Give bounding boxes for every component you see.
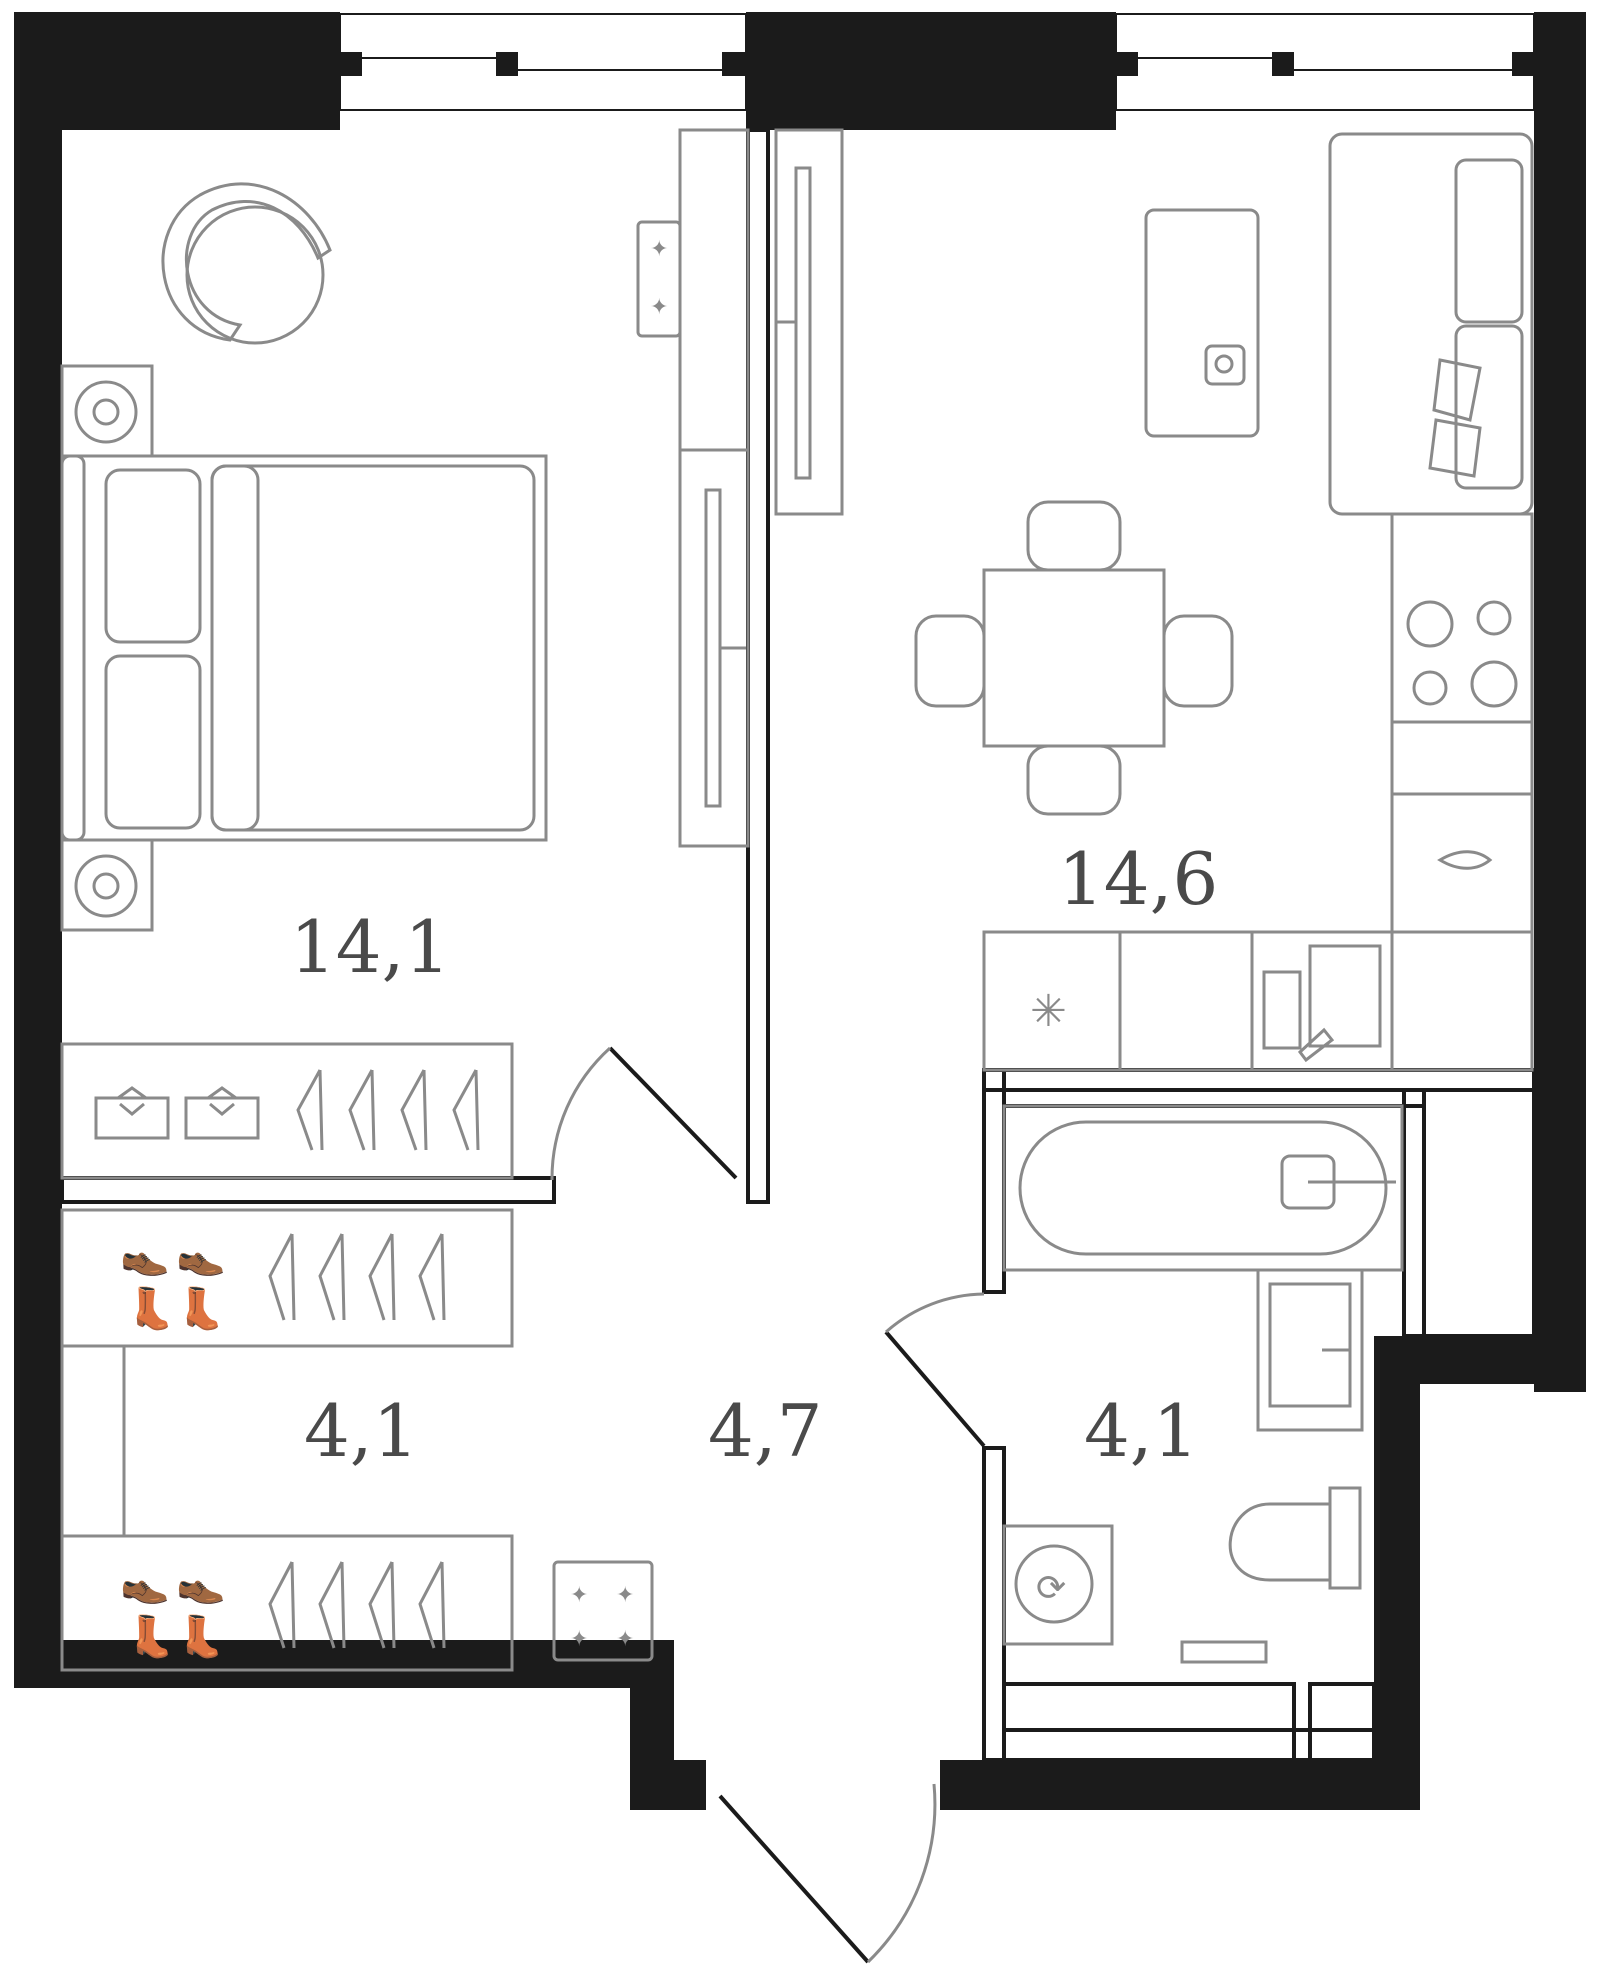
double-bed-icon xyxy=(60,454,548,842)
svg-text:👞: 👞 xyxy=(120,1560,170,1606)
shirt-icon xyxy=(94,1086,260,1140)
boots-icon: 👢 👢 👢 👢 xyxy=(126,1285,226,1660)
coffee-table-icon: ✦ ✦ xyxy=(636,220,682,338)
svg-text:✦: ✦ xyxy=(616,1627,634,1652)
bedroom-area-label: 14,1 xyxy=(290,905,450,989)
bathroom-area-label: 4,1 xyxy=(1084,1389,1199,1473)
bathtub-icon xyxy=(1002,1104,1404,1272)
dining-table-icon xyxy=(914,500,1234,816)
wardrobe-room: 👞 👞 👞 👞 👢 👢 👢 👢 xyxy=(60,1208,514,1672)
tv-icon xyxy=(774,128,844,516)
svg-text:👢: 👢 xyxy=(126,1285,176,1332)
outer-walls xyxy=(14,12,1586,1810)
svg-text:👢: 👢 xyxy=(176,1613,226,1660)
sofa-icon xyxy=(1328,132,1534,516)
ventilation-shafts xyxy=(1002,1088,1536,1762)
washing-machine-icon: ⟳ xyxy=(1002,1524,1268,1664)
hanger-icon xyxy=(268,1233,446,1649)
washbasin-icon xyxy=(1256,1268,1364,1432)
toilet-icon xyxy=(1228,1486,1362,1590)
bedroom-wardrobe xyxy=(60,1042,514,1180)
svg-text:✦: ✦ xyxy=(616,1583,634,1608)
svg-text:👢: 👢 xyxy=(126,1613,176,1660)
svg-text:✦: ✦ xyxy=(570,1627,588,1652)
svg-text:✦: ✦ xyxy=(570,1583,588,1608)
svg-text:👢: 👢 xyxy=(176,1285,226,1332)
svg-text:✳: ✳ xyxy=(1030,986,1067,1037)
windows xyxy=(339,13,1535,111)
svg-text:👞: 👞 xyxy=(176,1560,226,1606)
nightstand-icon xyxy=(60,364,154,932)
svg-text:👞: 👞 xyxy=(176,1232,226,1278)
fridge-icon: ✳ xyxy=(1030,986,1067,1037)
sink-icon xyxy=(1262,944,1382,1063)
hanger-icon xyxy=(296,1069,480,1151)
kitchen-counter xyxy=(982,512,1534,1072)
svg-text:👞: 👞 xyxy=(120,1232,170,1278)
wardrobe-area-label: 4,1 xyxy=(304,1389,419,1473)
svg-text:✦: ✦ xyxy=(650,295,668,320)
shoes-icon: 👞 👞 👞 👞 xyxy=(120,1232,226,1606)
coffee-table-icon xyxy=(1144,208,1260,438)
svg-text:⟳: ⟳ xyxy=(1036,1568,1066,1609)
water-drop-icon xyxy=(1437,850,1493,870)
hallway-area-label: 4,7 xyxy=(708,1389,823,1473)
hallway-cabinet: ✦ ✦ ✦ ✦ xyxy=(552,1560,654,1662)
tv-icon xyxy=(678,128,750,848)
svg-text:✦: ✦ xyxy=(650,237,668,262)
doors xyxy=(550,1046,986,1964)
cooktop-icon xyxy=(1406,600,1518,708)
living-kitchen-area-label: 14,6 xyxy=(1058,837,1218,921)
armchair-icon xyxy=(161,182,332,345)
